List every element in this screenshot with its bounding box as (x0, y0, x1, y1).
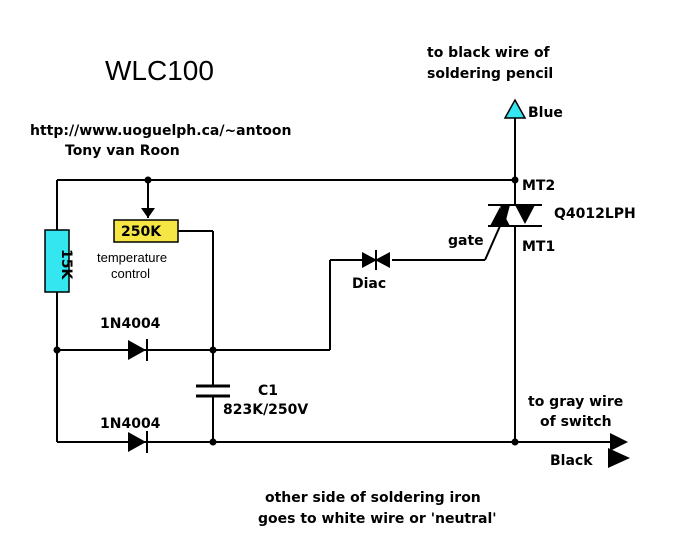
cap-name: C1 (258, 383, 278, 399)
junction-dot (209, 346, 217, 354)
bottom-note-line1: other side of soldering iron (265, 490, 481, 506)
gray-note-line2: of switch (540, 414, 612, 430)
gray-wire-arrow (610, 433, 628, 451)
diac-symbol (362, 250, 400, 270)
capacitor-c1 (196, 384, 230, 442)
mt2-label: MT2 (522, 178, 555, 194)
junction-dot (53, 346, 61, 354)
cap-value: 823K/250V (223, 402, 308, 418)
author-url: http://www.uoguelph.ca/~antoon (30, 123, 292, 139)
top-note-line1: to black wire of (427, 45, 551, 61)
black-terminal-arrow (608, 448, 630, 468)
diagram-title: WLC100 (105, 55, 214, 86)
author-name: Tony van Roon (65, 143, 180, 159)
triac-part-label: Q4012LPH (554, 206, 636, 222)
diode2-label: 1N4004 (100, 416, 161, 432)
black-label: Black (550, 453, 593, 469)
junction-dot (511, 176, 519, 184)
pot-wiper-arrow (141, 208, 155, 218)
top-note-line2: soldering pencil (427, 66, 553, 82)
pot-label: 250K (121, 224, 162, 240)
blue-label: Blue (528, 105, 563, 121)
bottom-note-line2: goes to white wire or 'neutral' (258, 511, 497, 527)
triac-symbol (484, 204, 542, 440)
junction-dot (511, 438, 519, 446)
temp-line2: control (111, 266, 150, 281)
gate-label: gate (448, 233, 484, 249)
gray-note-line1: to gray wire (528, 394, 623, 410)
resistor-label: 15K (58, 249, 74, 280)
diode-2 (128, 431, 148, 453)
diode-1 (128, 339, 148, 361)
blue-terminal-arrow (503, 98, 527, 119)
junction-dot (209, 438, 217, 446)
diac-label: Diac (352, 276, 386, 292)
resistor-15k (44, 229, 70, 293)
diode1-label: 1N4004 (100, 316, 161, 332)
mt1-label: MT1 (522, 239, 555, 255)
temp-line1: temperature (97, 250, 167, 265)
